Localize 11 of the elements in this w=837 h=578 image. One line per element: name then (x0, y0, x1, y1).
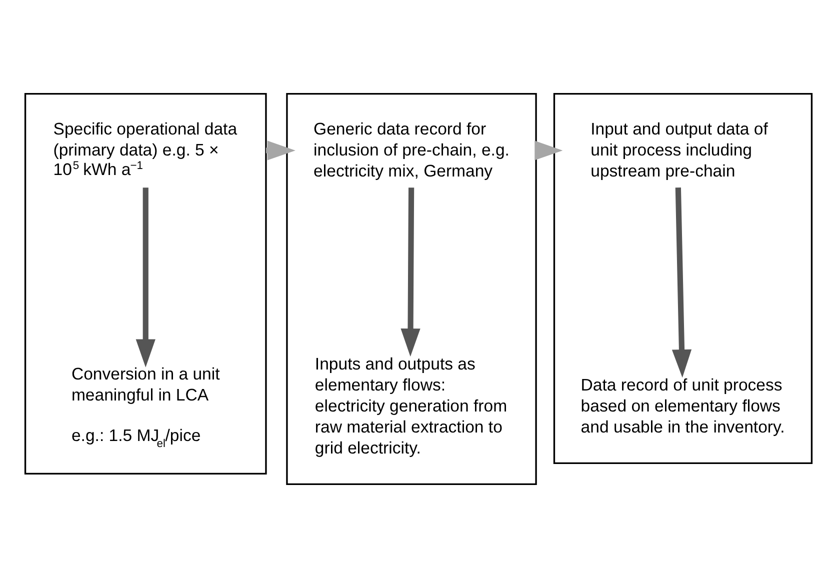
arrow (672, 188, 692, 378)
node-text: Specific operational data (primary data) e.g. 5 × 10$^{5}$ kWh a$^{−1}$ (53, 120, 238, 180)
cluster (553, 92, 813, 464)
node-text: Data record of unit process based on elementary flows and usable in the inventory. (580, 376, 785, 437)
node-text: Inputs and outputs as elementary flows: electricity generation from raw material extraction to grid electricity. (314, 354, 508, 458)
node-text: Conversion in a unit meaningful in LCA e.g.: 1.5 MJ$_{el}$/pice (71, 364, 220, 450)
arrow (136, 188, 156, 368)
node-text: Input and output data of unit process including upstream pre-chain (590, 120, 768, 180)
arrow (400, 188, 420, 357)
node-text: Generic data record for inclusion of pre-chain, e.g. electricity mix, Germany (314, 120, 510, 180)
cluster (24, 92, 267, 475)
